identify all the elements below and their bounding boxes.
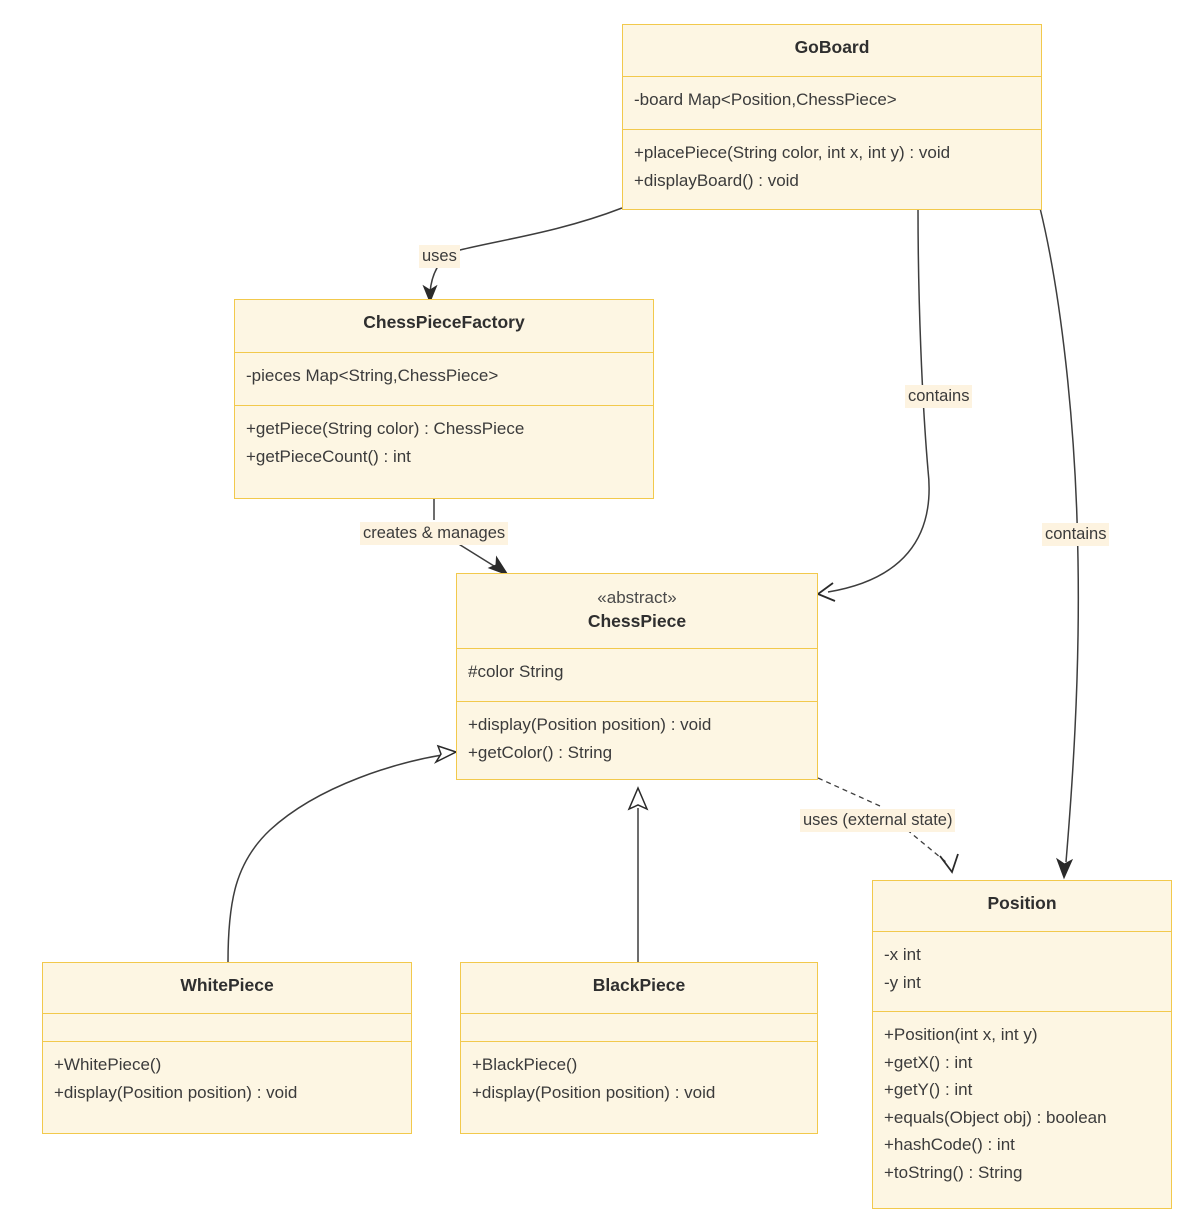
class-attributes-chesspiecefactory: -pieces Map<String,ChessPiece>	[235, 352, 653, 405]
edge-label-contains-chesspiece: contains	[905, 385, 973, 408]
class-methods-goboard: +placePiece(String color, int x, int y) …	[623, 129, 1041, 209]
class-header-chesspiecefactory: ChessPieceFactory	[235, 300, 653, 352]
class-header-goboard: GoBoard	[623, 25, 1041, 76]
class-method: +WhitePiece()	[54, 1055, 162, 1074]
class-box-goboard[interactable]: GoBoard -board Map<Position,ChessPiece> …	[622, 24, 1042, 210]
edge-uses	[422, 207, 623, 304]
class-header-blackpiece: BlackPiece	[461, 963, 817, 1013]
class-box-chesspiece[interactable]: «abstract» ChessPiece #color String +dis…	[456, 573, 818, 780]
class-header-chesspiece: «abstract» ChessPiece	[457, 574, 817, 648]
class-box-chesspiecefactory[interactable]: ChessPieceFactory -pieces Map<String,Che…	[234, 299, 654, 499]
class-attribute: -pieces Map<String,ChessPiece>	[246, 366, 499, 385]
class-header-position: Position	[873, 881, 1171, 931]
class-method: +toString() : String	[884, 1162, 1023, 1182]
class-method: +display(Position position) : void	[472, 1082, 716, 1102]
class-methods-blackpiece: +BlackPiece() +display(Position position…	[461, 1041, 817, 1133]
class-attributes-goboard: -board Map<Position,ChessPiece>	[623, 76, 1041, 129]
class-method: +display(Position position) : void	[468, 715, 712, 734]
class-title-goboard: GoBoard	[794, 37, 870, 57]
class-box-position[interactable]: Position -x int -y int +Position(int x, …	[872, 880, 1172, 1209]
class-attribute: -board Map<Position,ChessPiece>	[634, 90, 897, 109]
class-box-blackpiece[interactable]: BlackPiece +BlackPiece() +display(Positi…	[460, 962, 818, 1134]
class-attributes-whitepiece	[43, 1013, 411, 1041]
class-method: +getY() : int	[884, 1080, 973, 1100]
class-method: +getX() : int	[884, 1052, 973, 1072]
edge-label-uses-external-state: uses (external state)	[800, 809, 956, 832]
class-title-chesspiecefactory: ChessPieceFactory	[363, 312, 525, 332]
class-method: +getPieceCount() : int	[246, 446, 411, 466]
edge-label-contains-position: contains	[1042, 523, 1110, 546]
class-title-whitepiece: WhitePiece	[180, 975, 274, 995]
edge-generalization-whitepiece	[227, 744, 458, 963]
edge-contains-position	[1039, 207, 1080, 880]
class-method: +getPiece(String color) : ChessPiece	[246, 419, 525, 438]
class-attribute: #color String	[468, 662, 564, 681]
edge-contains-chesspiece	[816, 207, 930, 602]
class-methods-chesspiecefactory: +getPiece(String color) : ChessPiece +ge…	[235, 405, 653, 498]
class-method: +BlackPiece()	[472, 1055, 578, 1074]
class-methods-chesspiece: +display(Position position) : void +getC…	[457, 701, 817, 779]
class-box-whitepiece[interactable]: WhitePiece +WhitePiece() +display(Positi…	[42, 962, 412, 1134]
class-attributes-chesspiece: #color String	[457, 648, 817, 701]
class-method: +hashCode() : int	[884, 1135, 1015, 1155]
class-header-whitepiece: WhitePiece	[43, 963, 411, 1013]
class-title-blackpiece: BlackPiece	[592, 975, 686, 995]
class-methods-whitepiece: +WhitePiece() +display(Position position…	[43, 1041, 411, 1133]
class-method: +display(Position position) : void	[54, 1082, 298, 1102]
edge-generalization-blackpiece	[627, 786, 649, 962]
class-title-position: Position	[987, 893, 1057, 913]
edge-label-uses: uses	[419, 245, 460, 268]
class-method: +equals(Object obj) : boolean	[884, 1107, 1107, 1127]
class-attributes-blackpiece	[461, 1013, 817, 1041]
class-attribute: -x int	[884, 945, 921, 964]
class-title-chesspiece: ChessPiece	[587, 610, 687, 631]
class-method: +placePiece(String color, int x, int y) …	[634, 143, 951, 162]
class-attribute: -y int	[884, 972, 921, 992]
class-method: +getColor() : String	[468, 742, 613, 762]
class-stereotype-chesspiece: «abstract»	[597, 588, 677, 607]
class-attributes-position: -x int -y int	[873, 931, 1171, 1011]
class-methods-position: +Position(int x, int y) +getX() : int +g…	[873, 1011, 1171, 1208]
edge-label-creates-manages: creates & manages	[360, 522, 509, 545]
class-method: +Position(int x, int y)	[884, 1025, 1038, 1044]
class-method: +displayBoard() : void	[634, 170, 799, 190]
